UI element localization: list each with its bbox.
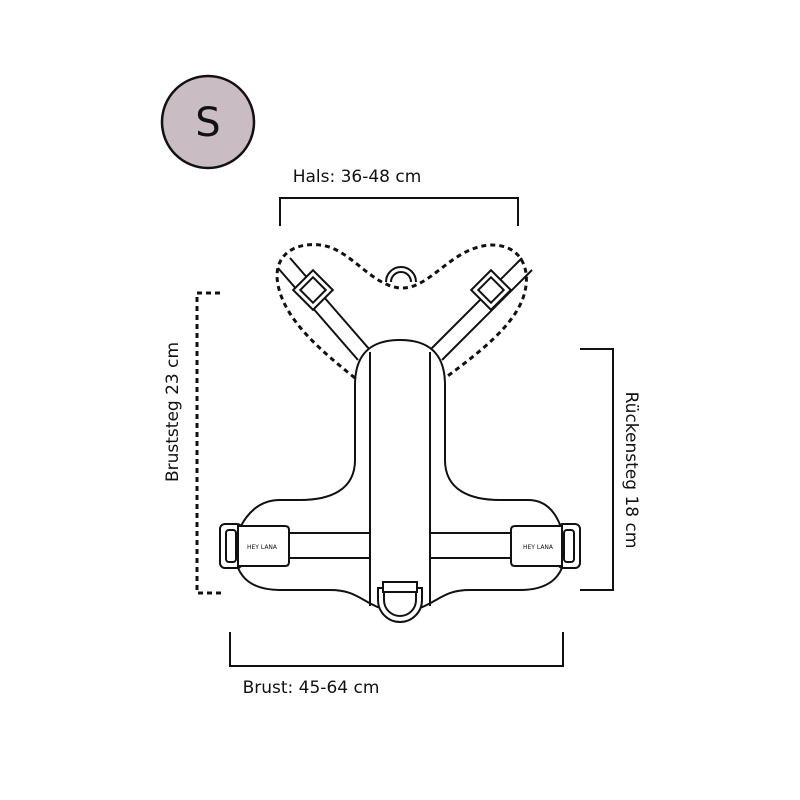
size-badge-circle [160, 74, 256, 170]
neck-outline-dotted [275, 243, 528, 380]
d-ring [377, 581, 423, 623]
right-slider-buckle [469, 268, 513, 312]
right-buckle: HEY LANA [510, 523, 581, 569]
leash-ring-top [385, 266, 417, 283]
size-badge: S [160, 74, 256, 170]
buckle-brand-left: HEY LANA [247, 544, 278, 551]
back-strap-bracket [580, 348, 614, 591]
neck-measurement: Hals: 36-48 cm [293, 167, 422, 187]
chest-bracket [229, 632, 564, 667]
buckle-brand-right: HEY LANA [523, 544, 554, 551]
chest-measurement: Brust: 45-64 cm [243, 678, 380, 698]
neck-bracket [279, 197, 519, 226]
back-strap-measurement: Rückensteg 18 cm [621, 392, 641, 549]
chest-strap-bracket [195, 291, 222, 595]
left-buckle: HEY LANA [219, 523, 290, 569]
size-label: S [195, 100, 220, 146]
leash-ring-top-inner [390, 271, 412, 283]
left-slider-buckle [291, 268, 335, 312]
harness-body [233, 338, 567, 609]
chest-strap-measurement: Bruststeg 23 cm [163, 342, 183, 482]
right-neck-strap [429, 257, 533, 361]
back-strap-lines [369, 352, 431, 606]
left-neck-strap [277, 257, 371, 361]
chest-straps [285, 532, 515, 559]
